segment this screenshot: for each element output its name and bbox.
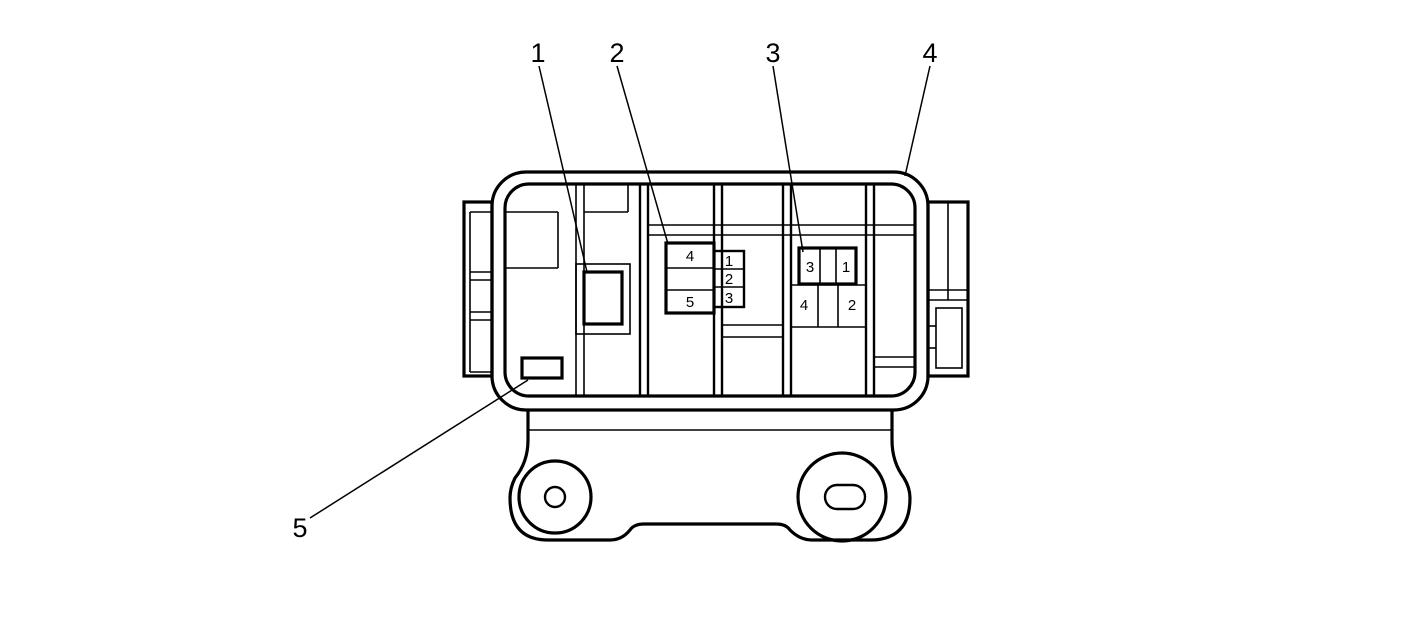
callout-3: 3: [765, 38, 780, 68]
bracket-hole-left: [543, 485, 567, 509]
left-latch: [462, 200, 494, 378]
bracket-hole-left-rim: [517, 459, 593, 535]
connector-a-pin-label: 3: [725, 290, 733, 307]
connector-b-pin-label: 3: [806, 259, 814, 276]
cavity-1: [582, 270, 624, 326]
callout-5: 5: [292, 513, 307, 543]
leader-line-1: [538, 65, 588, 273]
callout-4: 4: [922, 38, 937, 68]
leader-line-3: [772, 65, 804, 253]
connector-a-pin-label: 4: [686, 248, 694, 265]
callout-1: 1: [530, 38, 545, 68]
connector-a-pin-label: 1: [725, 253, 733, 270]
mounting-bracket: [508, 410, 912, 542]
connector-a: 4 5 1 2 3: [664, 241, 746, 315]
right-latch: [926, 200, 970, 378]
bracket-slot-right: [823, 483, 867, 511]
connector-b-pin-label: 2: [848, 297, 856, 314]
leader-line-2: [616, 65, 669, 245]
connector-housing-inner: [503, 182, 917, 398]
leader-line-5: [309, 379, 529, 519]
cavity-1-frame: [575, 263, 631, 335]
connector-a-pin-label: 5: [686, 294, 694, 311]
bracket-hole-right-rim: [796, 451, 888, 543]
callout-2: 2: [609, 38, 624, 68]
connector-housing-outer: [490, 170, 930, 412]
connector-b: 3 1 4 2: [797, 246, 858, 314]
connector-b-pin-label: 4: [800, 297, 808, 314]
locator-tab: [520, 356, 564, 380]
leader-line-4: [904, 65, 931, 177]
connector-a-pin-label: 2: [725, 271, 733, 288]
connector-b-pin-label: 1: [842, 259, 850, 276]
